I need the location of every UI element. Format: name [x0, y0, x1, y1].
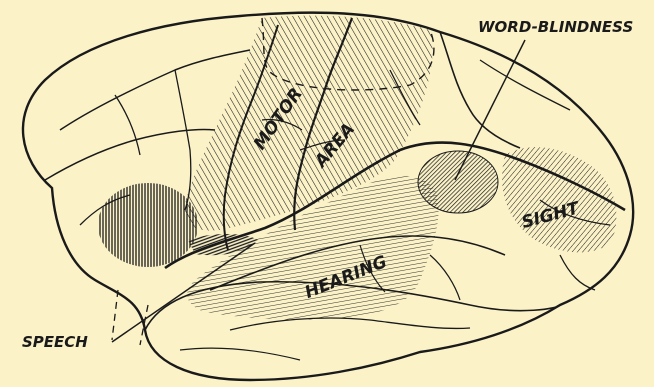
speech-area-region — [98, 183, 198, 267]
frontal-sulcus-2 — [45, 129, 215, 180]
temporal-sulcus-1 — [230, 318, 470, 330]
speech-label: SPEECH — [22, 333, 88, 351]
frontal-sulcus-4 — [115, 95, 140, 155]
temporal-sulcus-2 — [180, 348, 300, 360]
speech-dashed-line-1 — [112, 290, 118, 340]
occipital-sulcus-1 — [560, 255, 595, 290]
word-blindness-region — [418, 151, 498, 213]
word-blindness-label: WORD-BLINDNESS — [478, 18, 633, 36]
minor-sulcus-3 — [430, 255, 460, 300]
sight-area-region — [502, 147, 616, 252]
frontal-sulcus-5 — [175, 70, 191, 210]
